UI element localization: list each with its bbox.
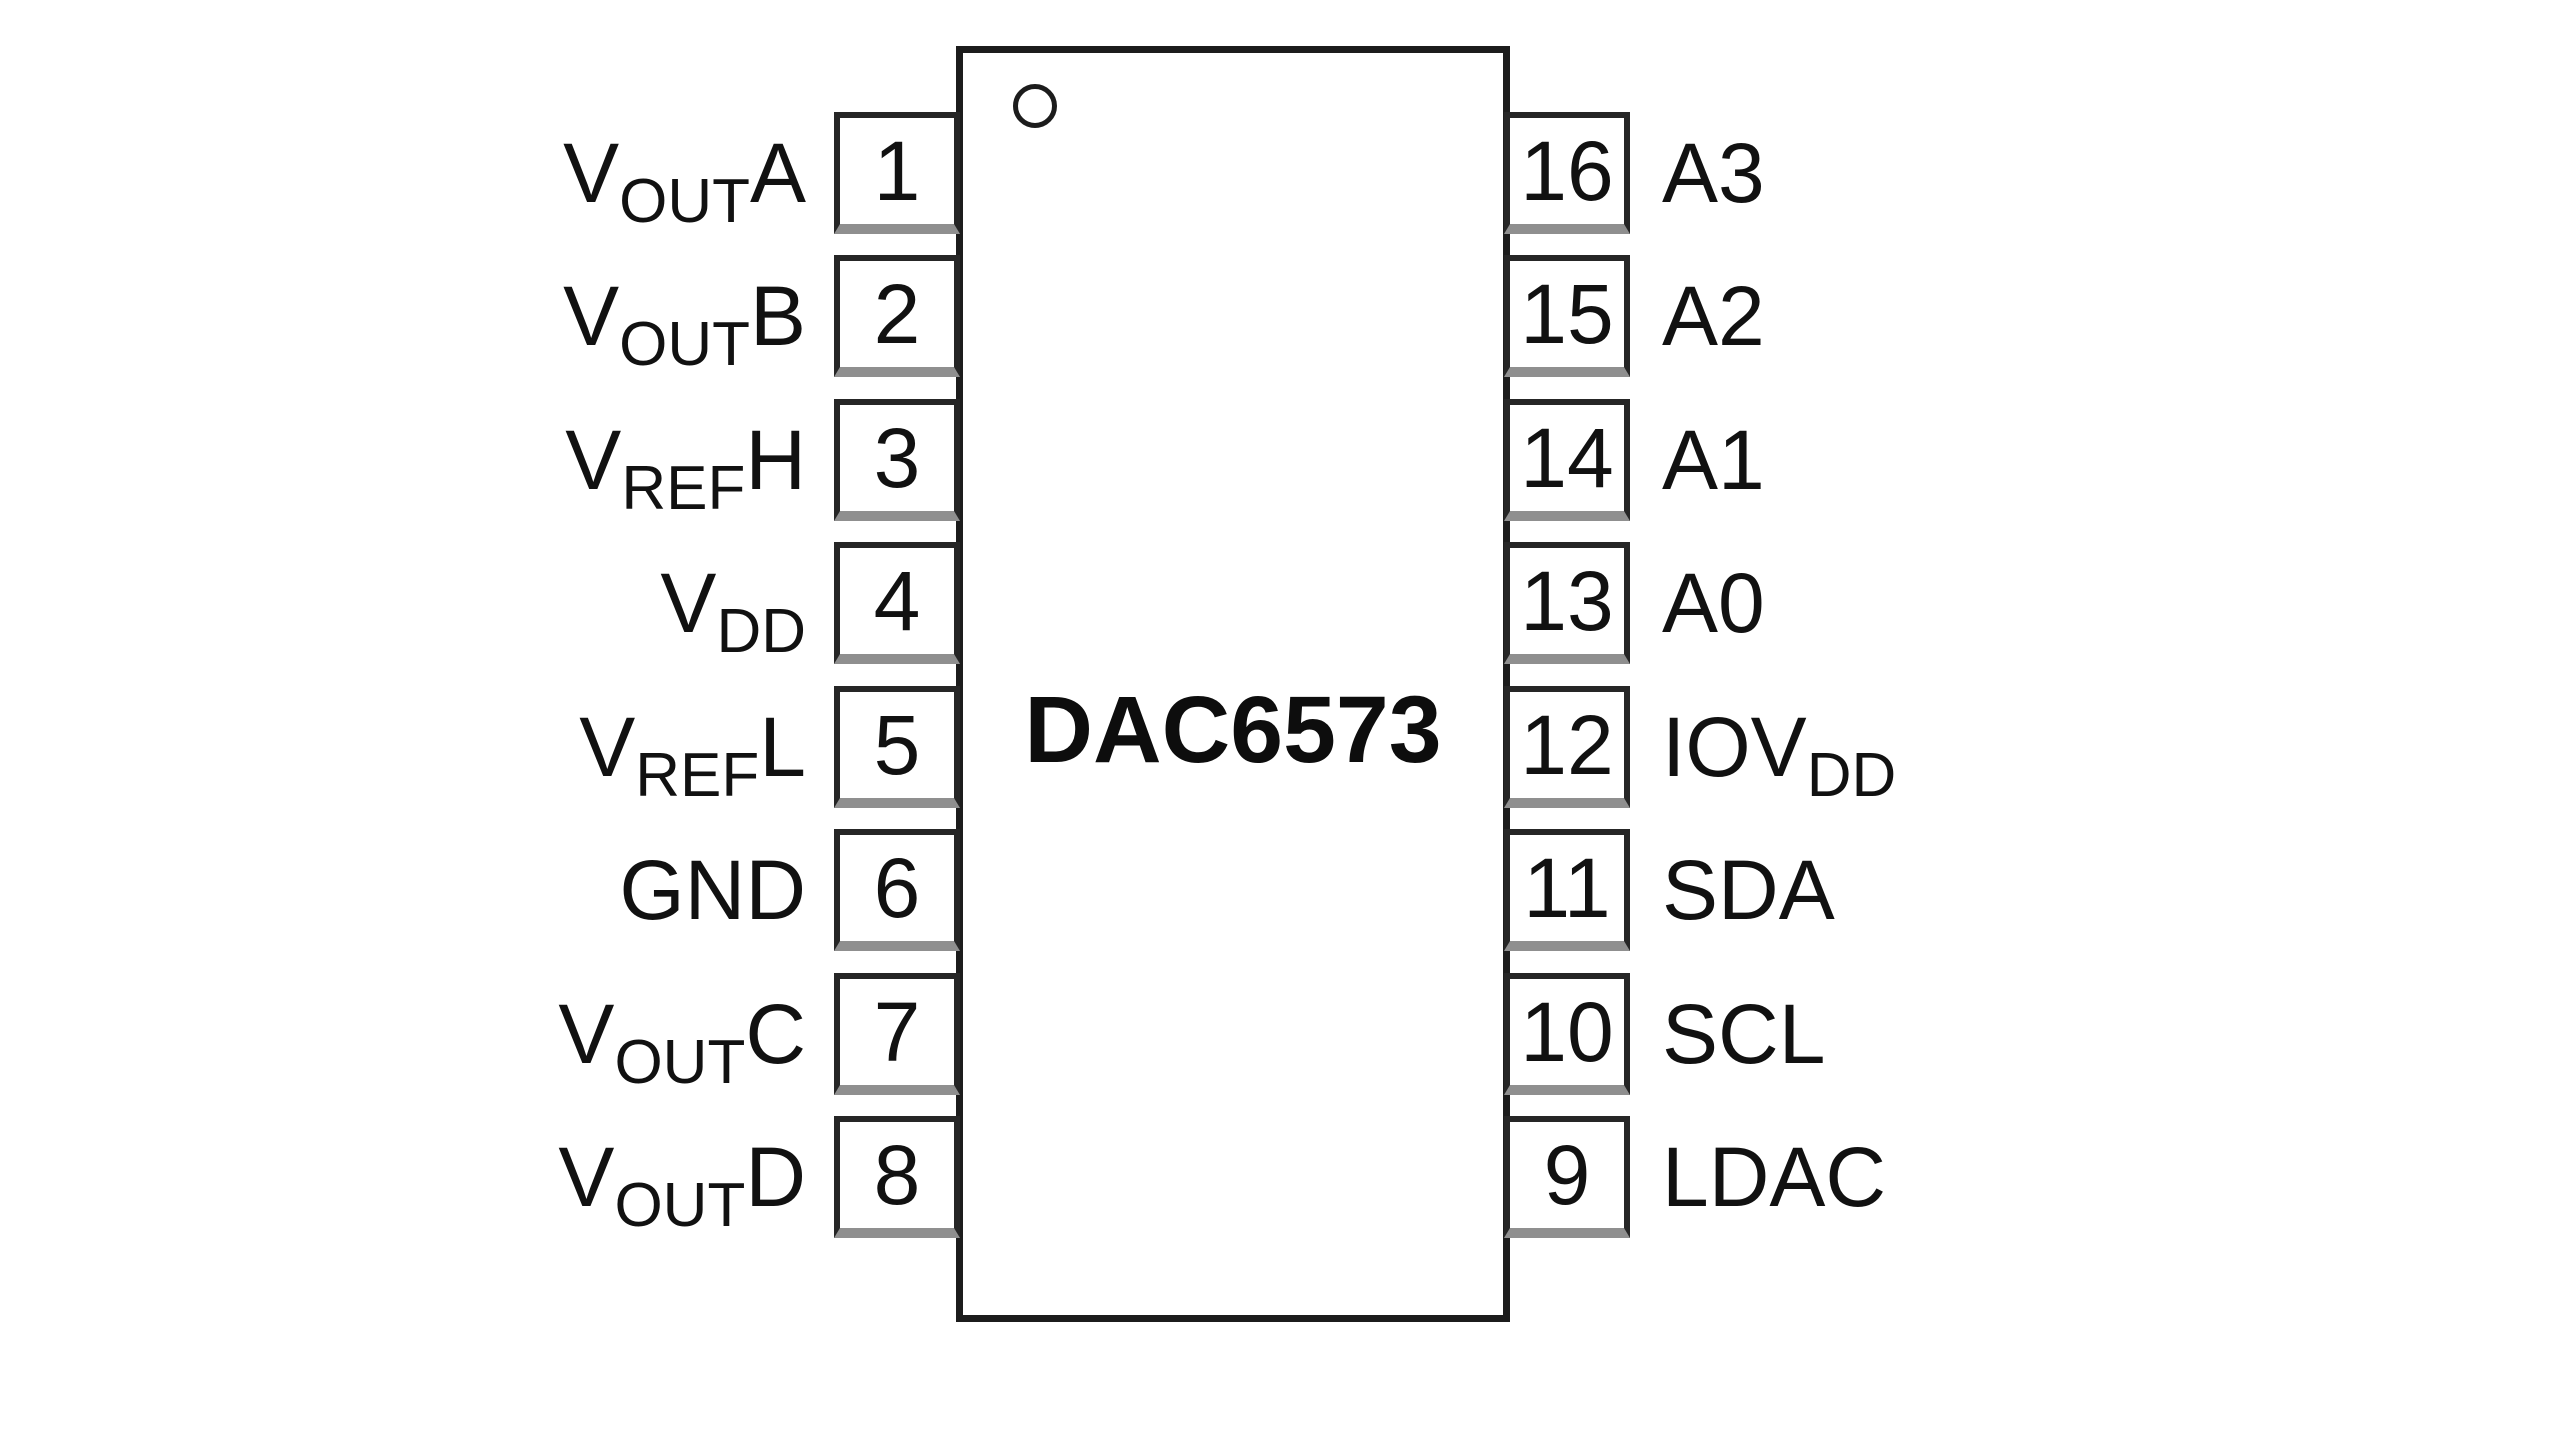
label-text: V	[558, 987, 615, 1081]
pin-5-label: VREFL	[256, 686, 806, 837]
pin-12-label: IOVDD	[1662, 686, 1896, 837]
label-subscript: DD	[716, 597, 806, 666]
pin-16-label: A3	[1662, 112, 1765, 234]
pin-3-label: VREFH	[256, 399, 806, 550]
pin-7-label: VOUTC	[256, 973, 806, 1124]
label-text: B	[749, 269, 806, 363]
pin-15-number: 15	[1520, 266, 1614, 361]
pin-8-box: 8	[834, 1116, 960, 1238]
label-text: A1	[1662, 413, 1765, 507]
pin-16-box: 16	[1504, 112, 1630, 234]
chip-name: DAC6573	[1024, 677, 1442, 783]
pin-10-box: 10	[1504, 973, 1630, 1095]
pin-7-number: 7	[873, 984, 921, 1079]
pin-2-number: 2	[873, 266, 921, 361]
label-text: LDAC	[1662, 1130, 1887, 1224]
pin-10-number: 10	[1520, 984, 1614, 1079]
pin-3-number: 3	[873, 410, 921, 505]
pin-4-number: 4	[873, 553, 921, 648]
label-subscript: REF	[635, 741, 760, 810]
pin-11-number: 11	[1523, 840, 1611, 935]
pin-9-label: LDAC	[1662, 1116, 1886, 1238]
pin-1-label: VOUTA	[256, 112, 806, 263]
pin-10-label: SCL	[1662, 973, 1825, 1095]
label-text: V	[563, 126, 620, 220]
label-text: SDA	[1662, 843, 1835, 937]
pin-1-box: 1	[834, 112, 960, 234]
label-subscript: DD	[1806, 741, 1897, 810]
pin-13-label: A0	[1662, 542, 1765, 664]
label-subscript: OUT	[619, 167, 750, 236]
pin-6-number: 6	[873, 840, 921, 935]
pin-14-label: A1	[1662, 399, 1765, 521]
label-subscript: REF	[621, 454, 746, 523]
label-text: A3	[1662, 126, 1765, 220]
pin-13-number: 13	[1520, 553, 1614, 648]
pin-15-label: A2	[1662, 255, 1765, 377]
label-subscript: OUT	[614, 1028, 746, 1097]
pin-8-number: 8	[873, 1127, 921, 1222]
pin1-indicator-circle-icon	[1013, 84, 1057, 128]
pin-4-label: VDD	[256, 542, 806, 693]
pin-1-number: 1	[873, 123, 921, 218]
pin-14-box: 14	[1504, 399, 1630, 521]
pin-12-number: 12	[1520, 697, 1614, 792]
pin-8-label: VOUTD	[256, 1116, 806, 1267]
pin-16-number: 16	[1520, 123, 1614, 218]
label-text: L	[759, 700, 806, 794]
pin-9-box: 9	[1504, 1116, 1630, 1238]
label-text: V	[563, 269, 620, 363]
label-subscript: OUT	[614, 1171, 746, 1240]
pin-4-box: 4	[834, 542, 960, 664]
pin-15-box: 15	[1504, 255, 1630, 377]
pin-7-box: 7	[834, 973, 960, 1095]
label-text: D	[745, 1130, 806, 1224]
pin-11-label: SDA	[1662, 829, 1835, 951]
pin-5-number: 5	[873, 697, 921, 792]
label-text: V	[579, 700, 636, 794]
pin-9-number: 9	[1543, 1127, 1591, 1222]
chip-body	[956, 46, 1510, 1322]
label-text: V	[558, 1130, 615, 1224]
pin-5-box: 5	[834, 686, 960, 808]
label-text: C	[745, 987, 806, 1081]
label-text: H	[745, 413, 806, 507]
pin-13-box: 13	[1504, 542, 1630, 664]
label-text: V	[660, 556, 717, 650]
label-text: A2	[1662, 269, 1765, 363]
pin-2-box: 2	[834, 255, 960, 377]
pin-11-box: 11	[1504, 829, 1630, 951]
label-text: GND	[619, 843, 806, 937]
label-subscript: OUT	[619, 310, 750, 379]
pin-6-label: GND	[256, 829, 806, 951]
label-text: SCL	[1662, 987, 1826, 1081]
pin-14-number: 14	[1520, 410, 1614, 505]
label-text: V	[565, 413, 622, 507]
label-text: A0	[1662, 556, 1765, 650]
pin-12-box: 12	[1504, 686, 1630, 808]
label-text: A	[749, 126, 806, 220]
label-text: IOV	[1662, 700, 1807, 794]
pin-2-label: VOUTB	[256, 255, 806, 406]
pin-3-box: 3	[834, 399, 960, 521]
pin-6-box: 6	[834, 829, 960, 951]
